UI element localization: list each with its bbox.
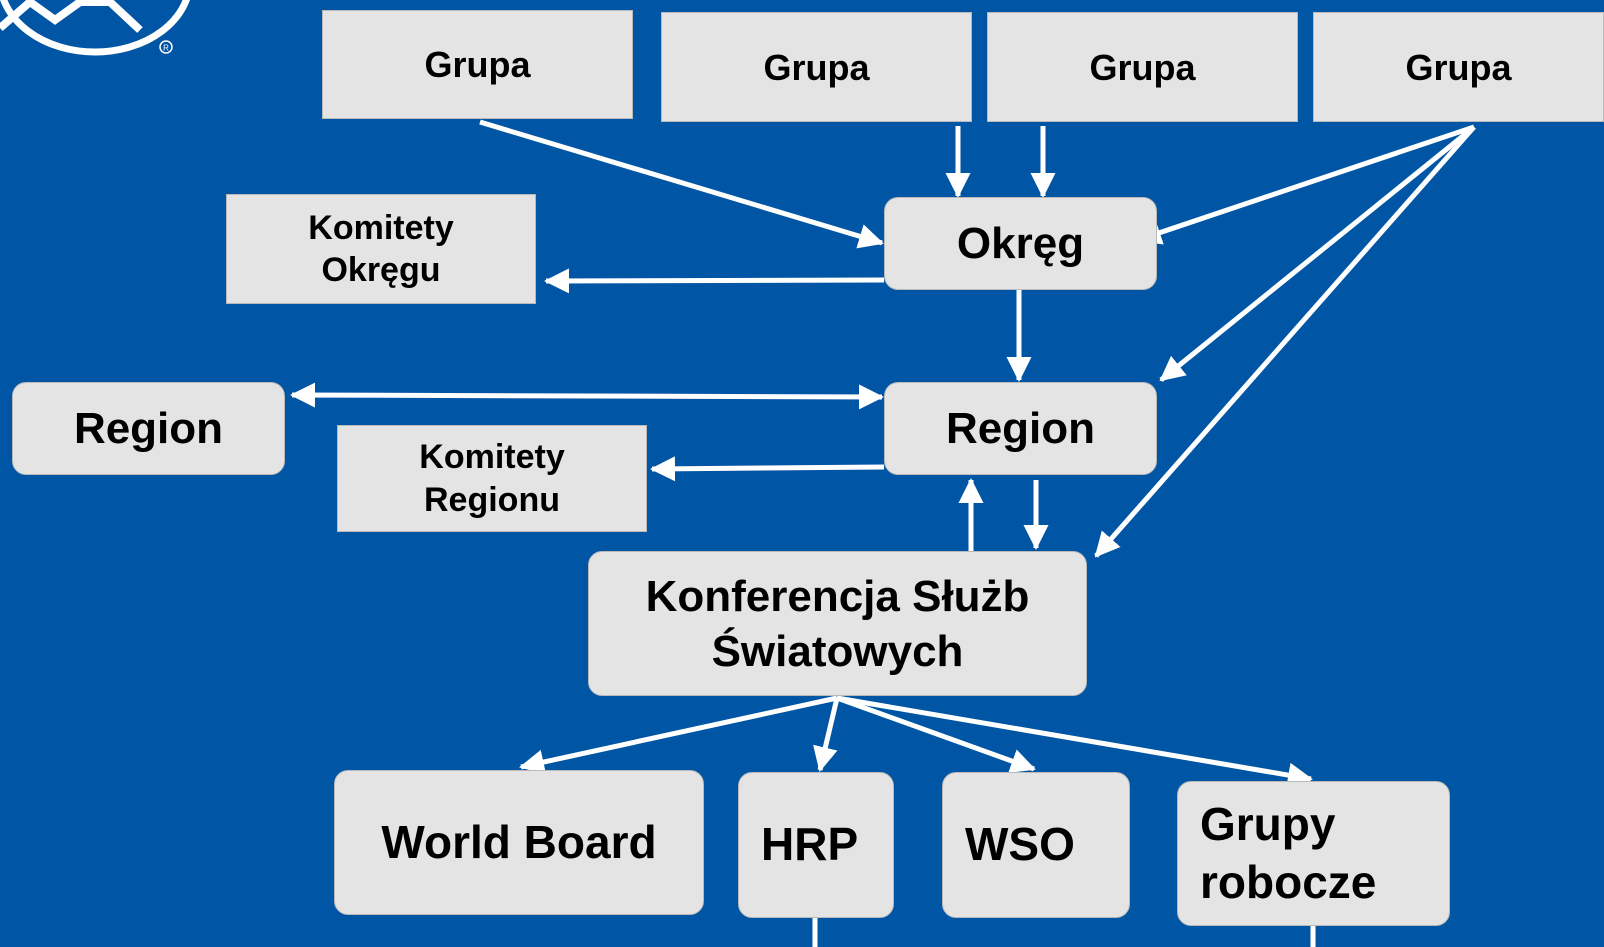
other-region-box: Region (12, 382, 285, 475)
group-box-3: Grupa (987, 12, 1298, 122)
group-label: Grupa (424, 44, 531, 85)
arrow-conference-workinggroups (836, 695, 1313, 788)
district-label: Okręg (956, 219, 1085, 268)
district-committees-box: Komitety Okręgu (226, 194, 536, 304)
group-label: Grupa (763, 46, 870, 88)
other-region-label: Region (73, 404, 224, 453)
world-service-conference-label: Konferencja Służb Światowych (645, 571, 1030, 676)
district-box: Okręg (884, 197, 1157, 290)
region-committees-label: Komitety Regionu (419, 438, 565, 519)
arrow-conference-hrp (813, 697, 840, 772)
world-board-label: World Board (381, 815, 657, 868)
working-groups-box: Grupy robocze (1177, 781, 1450, 926)
arrow-region-committees (650, 456, 885, 482)
arrow-region-region (290, 382, 884, 410)
wso-label: WSO (965, 818, 1075, 871)
group-label: Grupa (1089, 46, 1196, 88)
svg-text:R: R (163, 44, 169, 53)
arrow-group1-district (479, 119, 884, 249)
arrow-group4-region (1159, 125, 1476, 382)
arrow-district-committees (544, 268, 885, 294)
region-committees-box: Komitety Regionu (337, 425, 647, 532)
district-committees-label: Komitety Okręgu (308, 208, 454, 290)
region-box: Region (884, 382, 1157, 475)
hrp-box: HRP (738, 772, 894, 918)
group-box-2: Grupa (661, 12, 972, 122)
region-label: Region (945, 404, 1096, 453)
working-groups-label: Grupy robocze (1200, 798, 1377, 908)
arrow-group4-district (1136, 124, 1475, 245)
arrow-group4-conference (1094, 125, 1476, 558)
wso-box: WSO (942, 772, 1130, 918)
arrow-conference-worldboard (519, 695, 838, 775)
group-box-1: Grupa (322, 10, 633, 119)
hrp-label: HRP (761, 818, 859, 871)
world-service-conference-box: Konferencja Służb Światowych (588, 551, 1087, 696)
world-board-box: World Board (334, 770, 704, 915)
group-box-4: Grupa (1313, 12, 1604, 122)
na-logo: R (0, 0, 200, 60)
group-label: Grupa (1405, 46, 1512, 88)
arrow-conference-wso (836, 695, 1036, 773)
